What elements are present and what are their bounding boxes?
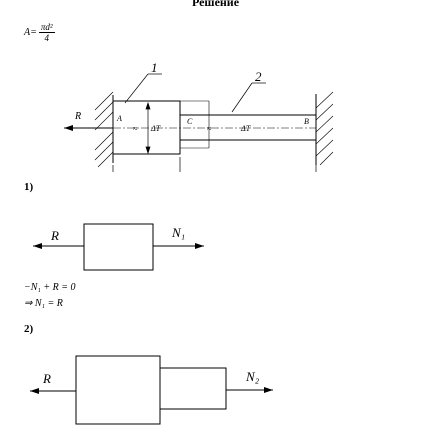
formula-eq: = (30, 26, 37, 38)
step-2-label: 2) (24, 323, 34, 335)
callout-2: 2 (255, 69, 262, 84)
formula-denominator: 4 (44, 33, 49, 43)
fbd-2-left-force: R (42, 371, 51, 386)
callout-1: 1 (151, 60, 158, 75)
hatch-symbol-2: ≈ (207, 124, 212, 133)
rod-2 (179, 114, 317, 141)
hatch-symbol-1: ≈ (133, 124, 138, 133)
callout-leader-1 (124, 73, 149, 104)
diameter-dimension (145, 101, 151, 155)
result-equation: ⇒ N₁ = R (24, 298, 63, 309)
point-label-b: B (304, 117, 309, 126)
fbd-2-body-1 (75, 355, 161, 425)
fbd-1-left-force: R (50, 228, 59, 243)
callout-leader-2 (231, 82, 253, 113)
right-wall-hatch (315, 91, 334, 166)
fbd-2-body-2 (159, 367, 227, 410)
step-1-label: 1) (24, 181, 34, 193)
fbd-2-right-force: N₂ (245, 369, 260, 384)
left-wall-hatch (94, 91, 114, 168)
fbd-1-right-force: N₁ (171, 225, 185, 240)
equilibrium-equation: −N₁ + R = 0 (24, 282, 76, 293)
formula-numerator: πd² (38, 22, 55, 33)
main-diagram: 1 2 R A ≈ ΔT C ≈ ΔT B (64, 60, 334, 172)
page-heading: Решение (191, 0, 240, 9)
point-label-c: C (187, 117, 193, 126)
free-body-diagram-2: R N₂ (30, 355, 273, 425)
formula-lhs: A (24, 26, 31, 38)
tick-marks (112, 157, 317, 172)
force-label-r: R (74, 111, 81, 122)
segment-label-2: ΔT (240, 124, 251, 133)
segment-label-1: ΔT (150, 124, 161, 133)
fbd-1-body (83, 223, 154, 271)
point-label-a: A (116, 114, 122, 123)
free-body-diagram-1: R N₁ (33, 223, 204, 271)
force-arrow-r (64, 125, 113, 131)
